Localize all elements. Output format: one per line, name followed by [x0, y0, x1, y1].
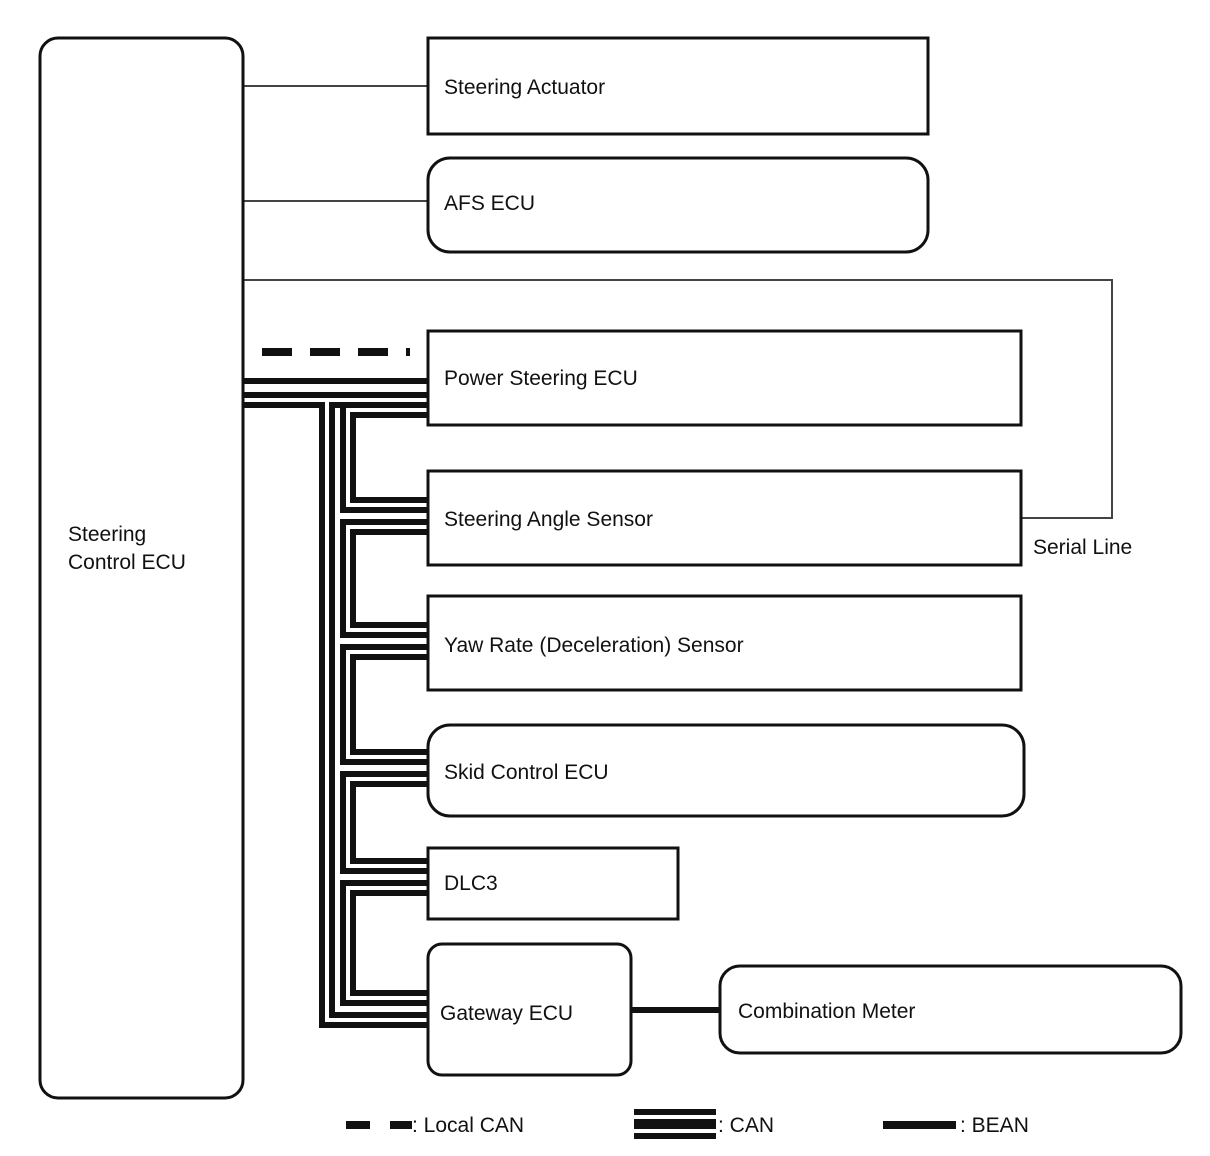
combination-meter-node: Combination Meter: [718, 964, 1183, 1055]
bean-lines: [243, 378, 720, 1013]
legend-can: : CAN: [634, 1109, 774, 1139]
skid-control-ecu-label: Skid Control ECU: [444, 761, 609, 784]
can-bus: [243, 392, 430, 1028]
legend-local-can: : Local CAN: [346, 1114, 524, 1137]
steering-control-ecu-node: Steering Control ECU: [38, 36, 245, 1100]
yaw-rate-sensor-node: Yaw Rate (Deceleration) Sensor: [426, 594, 1023, 692]
skid-control-ecu-node: Skid Control ECU: [426, 723, 1026, 818]
steering-control-ecu-label-line1: Steering: [68, 523, 146, 546]
serial-line-label: Serial Line: [1033, 536, 1132, 559]
gateway-ecu-label: Gateway ECU: [440, 1002, 573, 1025]
legend-bean-label: : BEAN: [960, 1114, 1029, 1137]
dlc3-label: DLC3: [444, 872, 498, 895]
serial-line-connection: [243, 279, 1113, 519]
gateway-ecu-node: Gateway ECU: [426, 942, 633, 1077]
steering-angle-sensor-node: Steering Angle Sensor: [426, 469, 1023, 567]
power-steering-ecu-label: Power Steering ECU: [444, 367, 638, 390]
legend: : Local CAN : CAN : BEAN: [346, 1109, 1029, 1139]
steering-control-ecu-label-line2: Control ECU: [68, 551, 186, 574]
steering-actuator-label: Steering Actuator: [444, 76, 605, 99]
yaw-rate-sensor-label: Yaw Rate (Deceleration) Sensor: [444, 634, 744, 657]
power-steering-ecu-node: Power Steering ECU: [426, 329, 1023, 427]
legend-can-label: : CAN: [718, 1114, 774, 1137]
dlc3-node: DLC3: [426, 846, 680, 921]
afs-ecu-node: AFS ECU: [426, 156, 930, 254]
combination-meter-label: Combination Meter: [738, 1000, 915, 1023]
steering-actuator-node: Steering Actuator: [426, 36, 930, 136]
steering-angle-sensor-label: Steering Angle Sensor: [444, 508, 653, 531]
afs-ecu-label: AFS ECU: [444, 192, 535, 215]
thin-connections: [243, 85, 1113, 519]
legend-bean: : BEAN: [883, 1114, 1029, 1137]
legend-local-can-label: : Local CAN: [412, 1114, 524, 1137]
